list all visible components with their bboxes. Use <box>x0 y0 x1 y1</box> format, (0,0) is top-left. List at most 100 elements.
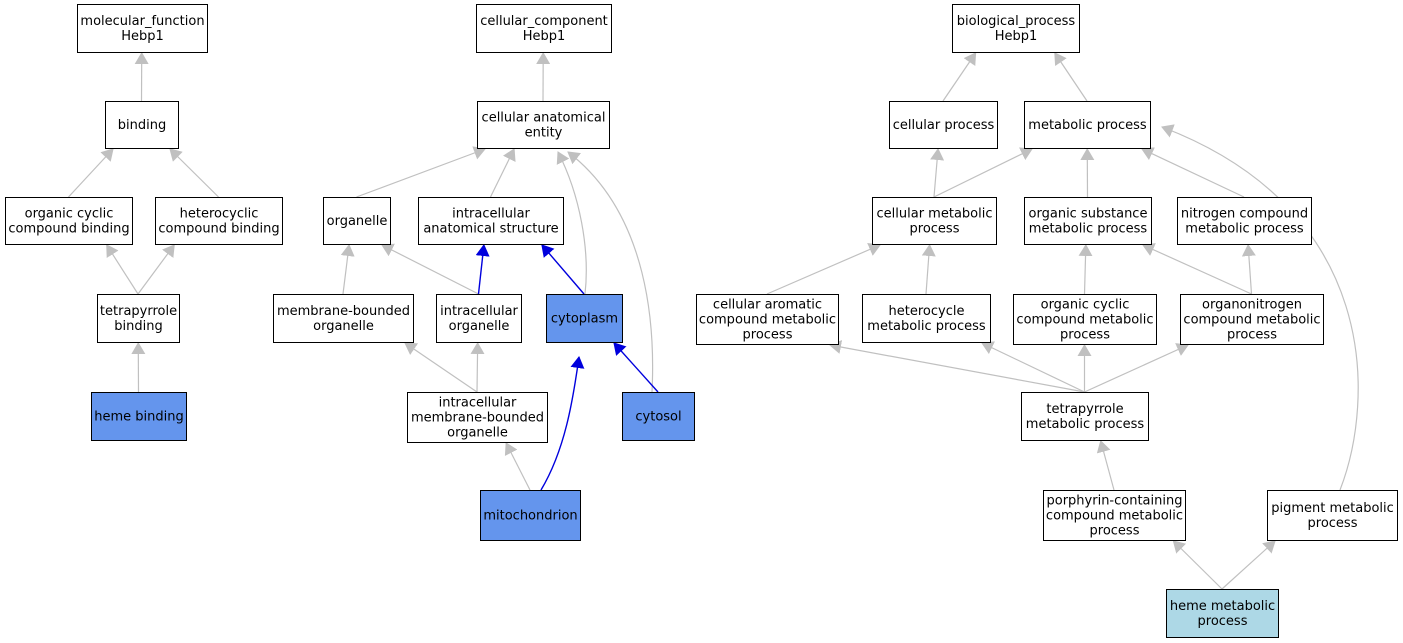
node-label-line: entity <box>525 126 563 141</box>
edge-tetrapyrrole-metabolic-process-to-organonitrogen-compound-metabolic-process <box>1084 343 1189 393</box>
edge-organelle-to-cellular-anatomical-entity <box>356 146 486 198</box>
node-cellular-process[interactable]: cellular process <box>889 101 998 149</box>
node-label-line: heterocyclic <box>180 207 259 222</box>
node-label-line: metabolic process <box>1028 118 1147 133</box>
node-cytoplasm[interactable]: cytoplasm <box>546 294 623 343</box>
node-label-line: Hebp1 <box>121 29 164 44</box>
node-label-line: cellular anatomical <box>482 111 606 126</box>
node-box <box>952 4 1080 53</box>
node-label-line: molecular_function <box>80 14 204 29</box>
edge-cytoplasm-to-cellular-anatomical-entity <box>556 151 587 295</box>
node-box <box>105 101 179 149</box>
node-mitochondrion[interactable]: mitochondrion <box>480 490 581 541</box>
edge-organic-cyclic-compound-metabolic-process-to-organic-substance-metabolic-process <box>1078 244 1093 295</box>
node-binding[interactable]: binding <box>105 101 179 149</box>
node-box <box>436 294 522 343</box>
node-label-line: compound metabolic <box>699 313 836 328</box>
edge-mitochondrion-to-cytoplasm <box>540 356 585 491</box>
node-label-line: process <box>1227 328 1277 343</box>
node-label-line: anatomical structure <box>423 222 558 237</box>
node-heme-binding[interactable]: heme binding <box>91 392 187 441</box>
node-label-line: organelle <box>327 214 388 229</box>
edge-intracellular-organelle-to-intracellular-anatomical-structure <box>475 244 490 295</box>
edge-tetrapyrrole-binding-to-organic-cyclic-compound-binding <box>106 244 139 295</box>
node-label-line: intracellular <box>440 304 518 319</box>
node-label-line: tetrapyrrole <box>100 304 177 319</box>
node-label-line: metabolic process <box>1185 222 1304 237</box>
node-box <box>480 490 581 541</box>
node-label-line: membrane-bounded <box>277 304 410 319</box>
node-label-line: heme metabolic <box>1170 599 1275 614</box>
node-label-line: organic substance <box>1029 207 1148 222</box>
node-label-line: metabolic process <box>867 319 986 334</box>
edge-heterocycle-metabolic-process-to-cellular-metabolic-process <box>921 244 936 295</box>
edge-cytosol-to-cellular-anatomical-entity <box>567 151 654 393</box>
edge-cytosol-to-cytoplasm <box>613 342 659 393</box>
node-box <box>155 197 283 245</box>
edge-nitrogen-compound-metabolic-process-to-metabolic-process <box>1141 147 1245 198</box>
node-metabolic-process[interactable]: metabolic process <box>1024 101 1151 149</box>
edge-cellular-process-to-bp-root <box>942 52 977 102</box>
node-box <box>1024 101 1151 149</box>
node-box <box>1166 589 1279 638</box>
node-box <box>323 197 391 245</box>
node-label-line: compound binding <box>158 222 279 237</box>
node-label-line: biological_process <box>957 14 1076 29</box>
node-label-line: compound metabolic <box>1016 313 1153 328</box>
node-label-line: organic cyclic <box>25 207 114 222</box>
node-box <box>1267 490 1398 541</box>
node-box <box>97 294 180 343</box>
node-cytosol[interactable]: cytosol <box>622 392 695 441</box>
node-label-line: cellular_component <box>480 14 608 29</box>
node-box <box>1024 197 1152 245</box>
node-label-line: metabolic process <box>1029 222 1148 237</box>
node-label-line: cellular metabolic <box>877 207 993 222</box>
node-box <box>889 101 998 149</box>
node-box <box>1021 392 1149 441</box>
node-label-line: mitochondrion <box>483 509 577 524</box>
node-label-line: metabolic process <box>1026 417 1145 432</box>
edge-organonitrogen-compound-metabolic-process-to-organic-substance-metabolic-process <box>1142 243 1252 295</box>
edge-intracellular-membrane-bounded-organelle-to-intracellular-organelle <box>470 342 485 393</box>
node-label-line: organic cyclic <box>1041 298 1130 313</box>
node-box <box>1013 294 1157 345</box>
edge-organonitrogen-compound-metabolic-process-to-nitrogen-compound-metabolic-process <box>1241 244 1256 295</box>
node-organelle[interactable]: organelle <box>323 197 391 245</box>
edge-mitochondrion-to-intracellular-membrane-bounded-organelle <box>504 442 531 491</box>
node-label-line: process <box>1308 516 1358 531</box>
edge-organic-cyclic-compound-binding-to-binding <box>68 148 114 198</box>
node-label-line: Hebp1 <box>995 29 1038 44</box>
edge-tetrapyrrole-metabolic-process-to-heterocycle-metabolic-process <box>981 341 1085 393</box>
node-box <box>1180 294 1324 345</box>
node-box <box>1043 490 1186 541</box>
node-label-line: organonitrogen <box>1202 298 1302 313</box>
node-label-line: heme binding <box>94 410 184 425</box>
node-label-line: organelle <box>447 426 508 441</box>
edge-cytoplasm-to-intracellular-anatomical-structure <box>541 244 585 295</box>
node-label-line: cellular aromatic <box>713 298 822 313</box>
node-label-line: Hebp1 <box>523 29 566 44</box>
